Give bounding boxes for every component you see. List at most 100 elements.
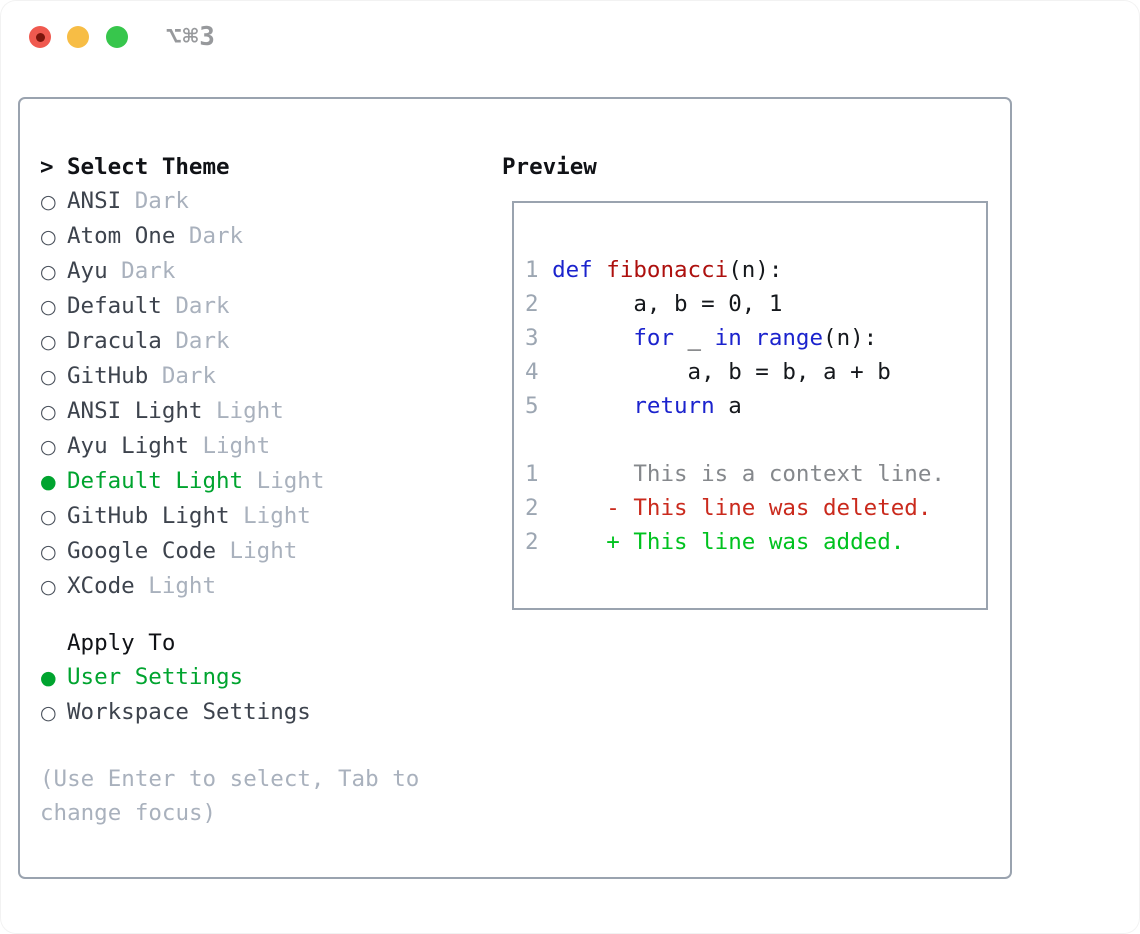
code-token: return xyxy=(633,393,715,419)
apply-option-label: Workspace Settings xyxy=(67,699,311,725)
radio-icon: ○ xyxy=(40,436,57,458)
line-number: 4 xyxy=(525,359,539,385)
code-token: a, b = b, a + b xyxy=(538,359,891,385)
code-token: (n): xyxy=(728,257,783,283)
radio-selected-icon: ● xyxy=(40,667,57,689)
radio-icon: ○ xyxy=(40,576,57,598)
theme-option-default[interactable]: ○ Default Dark xyxy=(40,289,324,324)
code-token: a, b = 0, 1 xyxy=(538,291,783,317)
line-number: 2 xyxy=(525,291,539,317)
code-token: a xyxy=(714,393,742,419)
theme-name: Atom One xyxy=(67,223,176,249)
theme-variant: Dark xyxy=(107,258,176,284)
code-token xyxy=(593,257,607,283)
apply-option-label: User Settings xyxy=(67,664,244,690)
radio-selected-icon: ● xyxy=(40,471,57,493)
radio-icon: ○ xyxy=(40,506,57,528)
code-token: in xyxy=(714,325,742,351)
code-token: - This line was deleted. xyxy=(538,495,932,521)
theme-name: Dracula xyxy=(67,328,162,354)
radio-icon: ○ xyxy=(40,261,57,283)
preview-header: Preview xyxy=(502,154,597,180)
zoom-button[interactable] xyxy=(106,26,128,48)
code-token: This is a context line. xyxy=(538,461,945,487)
code-line xyxy=(525,423,986,457)
theme-name: Ayu xyxy=(67,258,108,284)
code-token: (n): xyxy=(823,325,878,351)
theme-name: GitHub Light xyxy=(67,503,230,529)
line-number: 2 xyxy=(525,495,539,521)
apply-option-user-settings[interactable]: ● User Settings xyxy=(40,660,311,695)
radio-icon: ○ xyxy=(40,366,57,388)
line-number: 1 xyxy=(525,461,539,487)
theme-name: ANSI Light xyxy=(67,398,203,424)
theme-option-github-light[interactable]: ○ GitHub Light Light xyxy=(40,499,324,534)
theme-option-ansi[interactable]: ○ ANSI Dark xyxy=(40,184,324,219)
radio-icon: ○ xyxy=(40,331,57,353)
theme-variant: Light xyxy=(134,573,217,599)
theme-option-default-light[interactable]: ● Default Light Light xyxy=(40,464,324,499)
theme-option-google-code[interactable]: ○Google Code Light xyxy=(40,534,324,569)
code-token: for xyxy=(633,325,675,351)
theme-variant: Dark xyxy=(121,188,189,214)
radio-icon: ○ xyxy=(40,191,57,213)
theme-name: Default xyxy=(67,293,162,319)
theme-option-atom-one[interactable]: ○ Atom One Dark xyxy=(40,219,324,254)
code-token: def xyxy=(552,257,593,283)
theme-variant: Light xyxy=(243,468,325,494)
theme-variant: Light xyxy=(229,503,311,529)
line-number: 5 xyxy=(525,393,539,419)
radio-icon: ○ xyxy=(40,296,57,318)
code-token xyxy=(539,325,634,351)
theme-variant: Dark xyxy=(161,328,230,354)
theme-variant: Dark xyxy=(161,293,230,319)
close-button[interactable] xyxy=(29,26,51,48)
apply-to-header: Apply To xyxy=(40,626,311,660)
radio-icon: ○ xyxy=(40,226,57,248)
theme-name: Default Light xyxy=(67,468,244,494)
theme-variant: Dark xyxy=(175,223,244,249)
code-token: + This line was added. xyxy=(538,529,905,555)
theme-option-xcode[interactable]: ○XCode Light xyxy=(40,569,324,604)
code-line: 4 a, b = b, a + b xyxy=(525,355,986,389)
apply-to-label: Apply To xyxy=(67,630,176,656)
minimize-button[interactable] xyxy=(67,26,89,48)
code-line: 2 - This line was deleted. xyxy=(525,491,986,525)
apply-to-section: Apply To ● User Settings ○ Workspace Settin… xyxy=(40,626,311,730)
theme-option-ansi-light[interactable]: ○ANSI Light Light xyxy=(40,394,324,429)
theme-option-dracula[interactable]: ○ Dracula Dark xyxy=(40,324,324,359)
code-line: 3 for _ in range(n): xyxy=(525,321,986,355)
line-number: 2 xyxy=(525,529,539,555)
hint-text: (Use Enter to select, Tab to change focus… xyxy=(40,762,419,830)
code-line: 2 + This line was added. xyxy=(525,525,986,559)
focus-caret-icon: > xyxy=(40,154,54,180)
unsaved-dot-icon xyxy=(35,32,45,42)
apply-option-workspace-settings[interactable]: ○ Workspace Settings xyxy=(40,695,311,730)
theme-option-ayu[interactable]: ○ Ayu Dark xyxy=(40,254,324,289)
hint-line: change focus) xyxy=(40,800,217,826)
code-token xyxy=(742,325,756,351)
theme-list: >Select Theme ○ANSI Dark○Atom One Dark○A… xyxy=(40,150,324,604)
code-token xyxy=(539,393,634,419)
theme-variant: Light xyxy=(188,433,271,459)
theme-variant: Light xyxy=(202,398,284,424)
window-title: ⌥⌘3 xyxy=(166,22,216,52)
theme-name: ANSI xyxy=(67,188,122,214)
theme-variant: Dark xyxy=(148,363,217,389)
theme-option-ayu-light[interactable]: ○Ayu Light Light xyxy=(40,429,324,464)
theme-variant: Light xyxy=(216,538,298,564)
hint-line: (Use Enter to select, Tab to xyxy=(40,766,420,792)
line-number: 1 xyxy=(525,257,553,283)
code-line: 2 a, b = 0, 1 xyxy=(525,287,986,321)
radio-icon: ○ xyxy=(40,702,57,724)
theme-option-github[interactable]: ○ GitHub Dark xyxy=(40,359,324,394)
code-token: fibonacci xyxy=(606,257,729,283)
line-number: 3 xyxy=(525,325,539,351)
code-line: 1 This is a context line. xyxy=(525,457,986,491)
theme-selector-panel: >Select Theme ○ANSI Dark○Atom One Dark○A… xyxy=(18,97,1012,879)
radio-icon: ○ xyxy=(40,541,57,563)
theme-name: GitHub xyxy=(67,363,149,389)
